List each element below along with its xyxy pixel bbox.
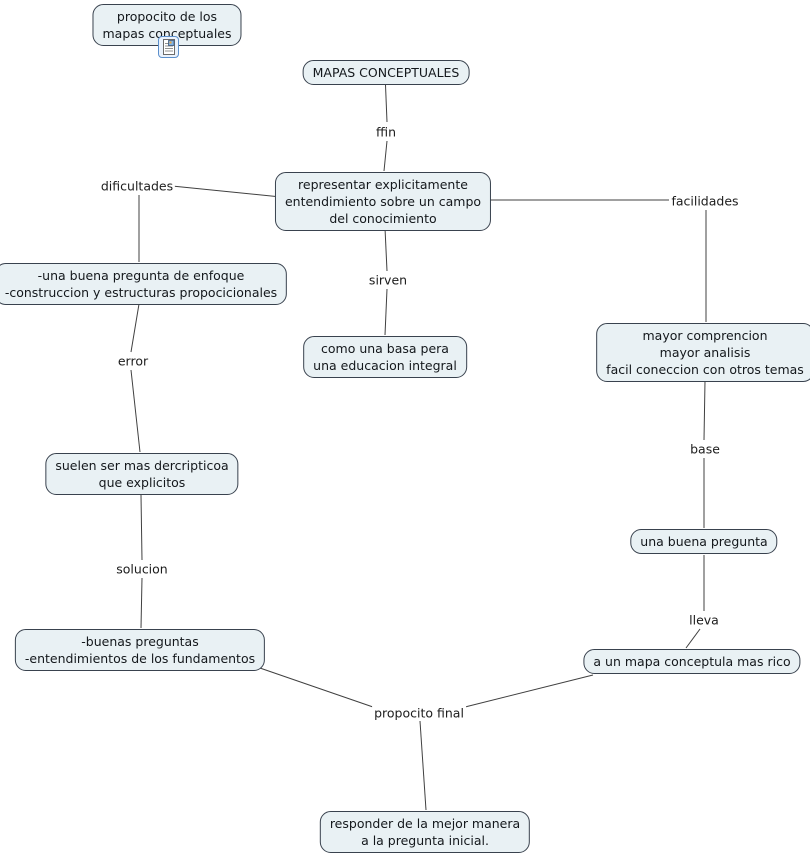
connector-line <box>464 674 594 708</box>
concept-representar-entendimiento[interactable]: representar explicitamente entendimiento… <box>274 172 492 231</box>
concept-responder-pregunta[interactable]: responder de la mejor manera a la pregun… <box>319 811 531 853</box>
connector-line <box>140 494 143 561</box>
linking-phrase-error[interactable]: error <box>115 353 151 369</box>
connector-line <box>419 720 427 811</box>
concept-dificultades-detail[interactable]: -una buena pregunta de enfoque -construc… <box>0 263 288 305</box>
concept-descriptivos-detail[interactable]: suelen ser mas dercripticoa que explicit… <box>45 453 239 495</box>
connector-line <box>385 84 388 123</box>
concept-proposito-mapas[interactable]: propocito de los mapas conceptuales <box>92 4 242 46</box>
concept-solucion-detail[interactable]: -buenas preguntas -entendimientos de los… <box>14 629 266 671</box>
connector-line <box>140 577 143 629</box>
connector-line <box>384 227 388 272</box>
concept-mapas-conceptuales[interactable]: MAPAS CONCEPTUALES <box>302 60 470 85</box>
connector-line <box>171 185 282 198</box>
linking-phrase-lleva[interactable]: lleva <box>687 612 721 628</box>
connector-line <box>703 380 706 441</box>
connector-line <box>383 140 388 172</box>
linking-phrase-base[interactable]: base <box>688 441 722 457</box>
concept-educacion-integral[interactable]: como una basa pera una educacion integra… <box>303 336 467 378</box>
connector-line <box>685 628 701 649</box>
linking-phrase-dificultades[interactable]: dificultades <box>98 178 176 194</box>
concept-buena-pregunta[interactable]: una buena pregunta <box>630 529 778 554</box>
connector-line <box>256 666 374 708</box>
concept-facilidades-detail[interactable]: mayor comprencion mayor analisis facil c… <box>596 323 810 382</box>
concept-mapa-mas-rico[interactable]: a un mapa conceptula mas rico <box>583 649 801 674</box>
document-resource-icon[interactable] <box>158 36 179 58</box>
linking-phrase-facilidades[interactable]: facilidades <box>669 193 741 209</box>
connector-line <box>130 369 141 453</box>
linking-phrase-ffin[interactable]: ffin <box>373 124 399 140</box>
linking-phrase-solucion[interactable]: solucion <box>114 561 170 577</box>
linking-phrase-sirven[interactable]: sirven <box>366 272 410 288</box>
connector-line <box>384 288 388 336</box>
linking-phrase-propocito-final[interactable]: propocito final <box>372 705 466 721</box>
connector-line <box>130 303 140 353</box>
